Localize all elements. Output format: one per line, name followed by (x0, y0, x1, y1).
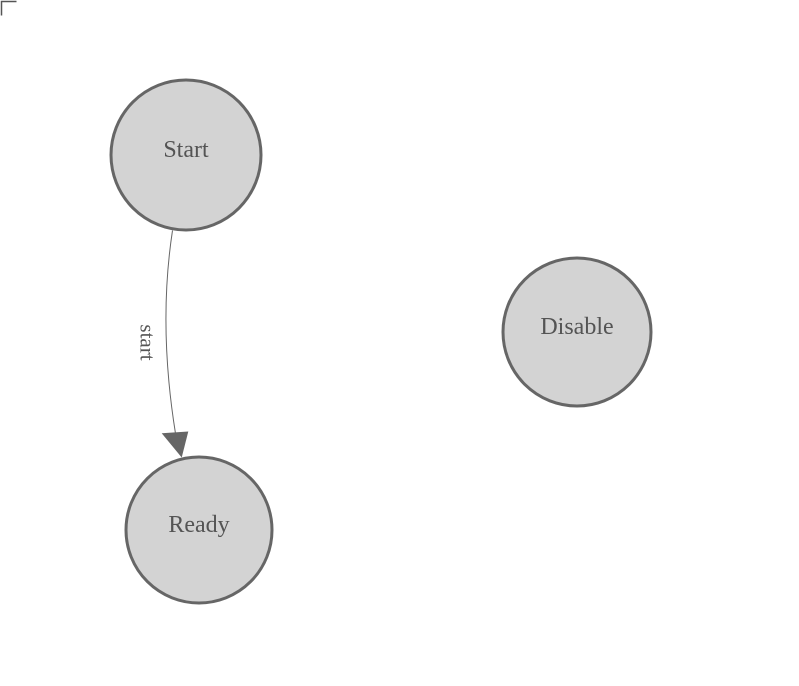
transition-edge-start-to-ready[interactable]: start (136, 230, 189, 458)
state-circle[interactable] (501, 256, 653, 408)
state-node-disable[interactable]: Disable (501, 256, 653, 408)
canvas-corner-mark (0, 0, 17, 16)
state-node-ready[interactable]: Ready (124, 455, 274, 605)
arrowhead-icon (161, 431, 189, 458)
transition-label: start (136, 324, 160, 360)
state-label: Start (163, 137, 209, 163)
state-circle[interactable] (124, 455, 274, 605)
state-node-start[interactable]: Start (109, 78, 263, 232)
transition-curve[interactable] (165, 230, 176, 434)
state-label: Disable (540, 314, 613, 340)
state-label: Ready (168, 512, 229, 538)
state-circle[interactable] (109, 78, 263, 232)
